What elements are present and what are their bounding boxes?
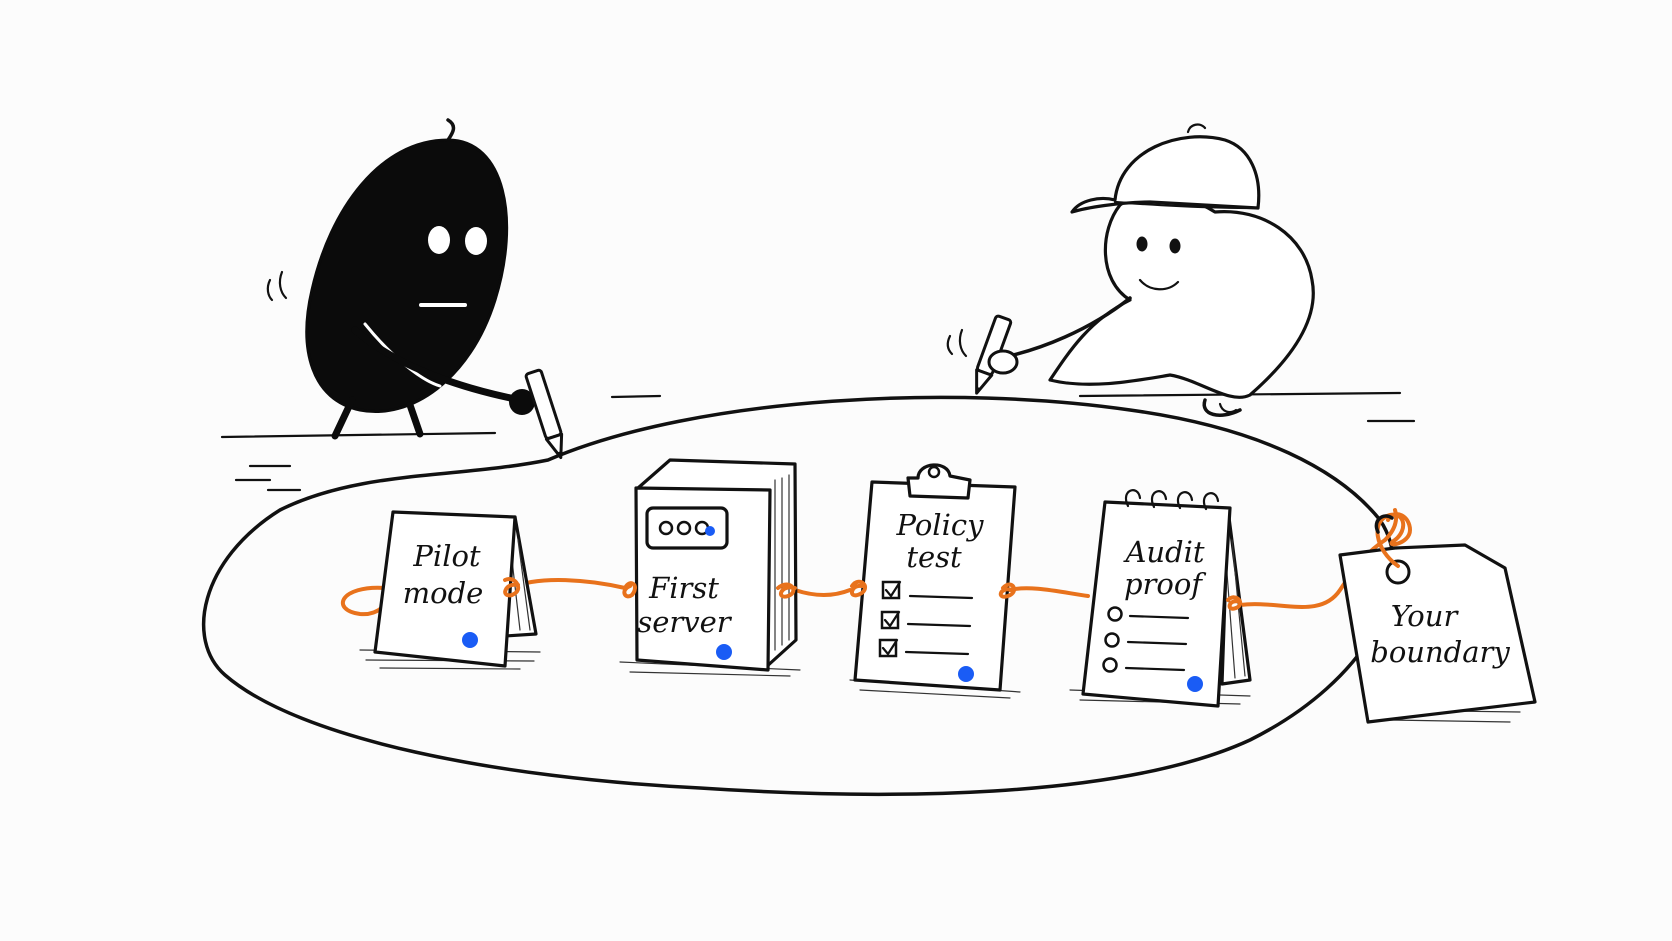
step-label-line2: server — [637, 605, 732, 639]
luggage-tag-icon: Your boundary — [1338, 512, 1537, 724]
step-label-line1: First — [648, 571, 719, 605]
step-label-line2: test — [906, 540, 962, 574]
step-label-line1: Audit — [1122, 535, 1204, 569]
step-label-line2: mode — [403, 576, 484, 610]
server-icon: First server — [619, 458, 801, 677]
clipboard-icon: Policy test — [849, 463, 1021, 699]
boundary-loop — [201, 395, 1396, 796]
capped-hand — [987, 349, 1019, 375]
capped-character — [946, 123, 1315, 417]
tag-label-line2: boundary — [1370, 635, 1510, 669]
step-label-line2: proof — [1124, 567, 1207, 601]
pencil-icon — [975, 314, 1013, 395]
pencil-icon — [524, 368, 564, 460]
step-label-line1: Policy — [896, 508, 985, 542]
status-dot — [958, 666, 974, 682]
step-label-line1: Pilot — [412, 539, 481, 573]
dark-blob-character — [266, 118, 535, 440]
tent-card-icon: Pilot mode — [359, 510, 541, 670]
tag-label-line1: Your — [1391, 599, 1460, 633]
status-dot — [1187, 676, 1203, 692]
notepad-icon: Audit proof — [1069, 489, 1252, 708]
status-dot — [716, 644, 732, 660]
status-dot — [462, 632, 478, 648]
